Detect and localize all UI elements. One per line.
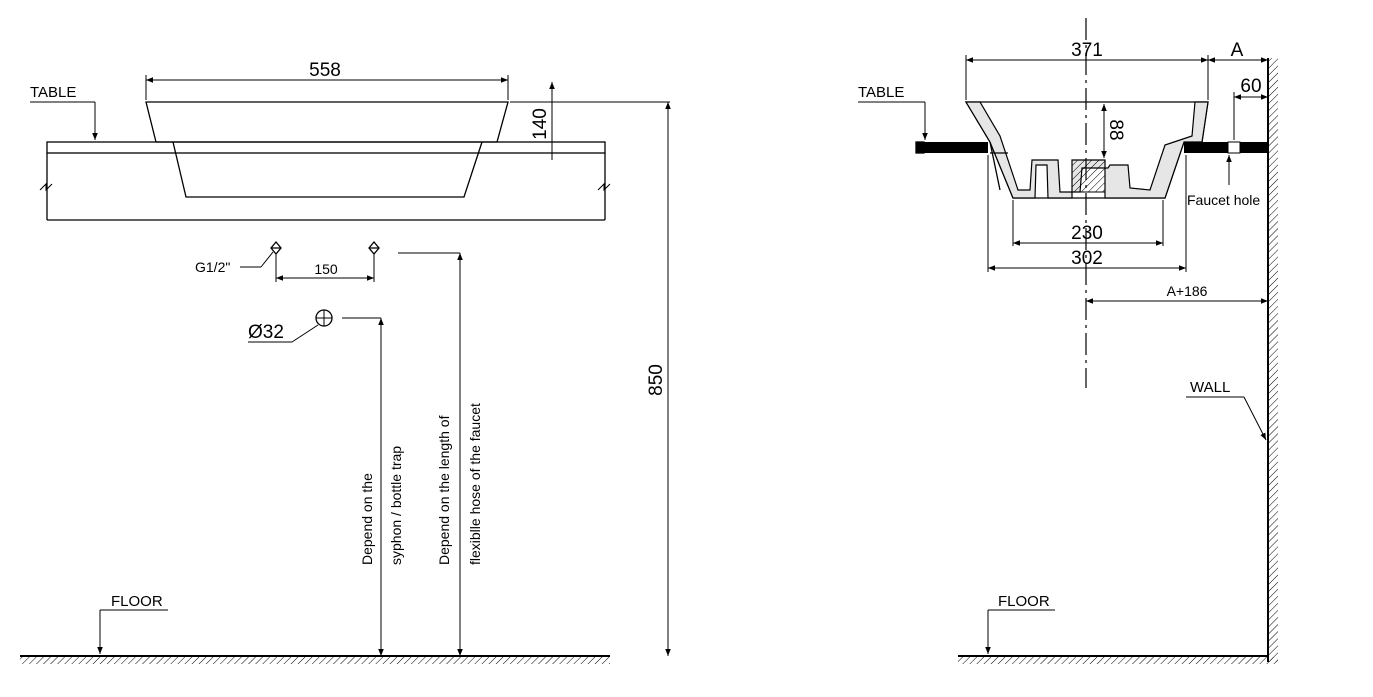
side-outer-bottom-value: 302 (1071, 248, 1103, 269)
side-inner-bottom-value: 230 (1071, 223, 1103, 244)
syphon-height-dimension: Depend on the syphon / bottle trap (359, 318, 404, 656)
syphon-note-line2: syphon / bottle trap (388, 446, 404, 565)
wall-label: WALL (1190, 379, 1230, 396)
front-table: TABLE (30, 84, 611, 221)
side-table-label: TABLE (858, 84, 904, 101)
side-wall-to-center-dimension: A+186 (1086, 283, 1268, 304)
front-basin (145, 101, 509, 198)
side-offset-value: A (1231, 40, 1244, 61)
hose-height-dimension: Depend on the length of flexiblle hose o… (436, 253, 483, 656)
side-floor: FLOOR (958, 593, 1278, 664)
side-width-dimension: 371 (965, 40, 1209, 100)
side-view: WALL FLOOR TABLE (858, 18, 1278, 664)
side-floor-label: FLOOR (998, 593, 1050, 610)
front-inlets: 150 G1/2" (195, 240, 460, 282)
front-total-height-value: 850 (646, 364, 667, 396)
front-view: FLOOR TABLE 558 (20, 60, 671, 664)
front-width-value: 558 (309, 60, 341, 81)
side-offset-dimension: A (1208, 40, 1268, 63)
side-faucet-offset-value: 60 (1240, 76, 1261, 97)
hose-note-line1: Depend on the length of (436, 415, 452, 565)
side-faucet-offset-dimension: 60 (1233, 76, 1268, 140)
side-depth-value: 88 (1105, 119, 1126, 140)
front-width-dimension: 558 (145, 60, 509, 100)
drain-diameter-label: Ø32 (248, 322, 284, 343)
side-inner-bottom-dimension: 230 (1012, 200, 1164, 246)
side-basin-section (964, 101, 1209, 199)
inlet-spacing-value: 150 (314, 261, 338, 277)
front-floor: FLOOR (20, 593, 610, 664)
front-total-height-dimension: 850 (646, 102, 671, 656)
inlet-thread-label: G1/2" (195, 259, 230, 275)
faucet-hole-label: Faucet hole (1187, 192, 1260, 208)
hose-note-line2: flexiblle hose of the faucet (467, 403, 483, 565)
side-wall: WALL (1186, 58, 1278, 662)
side-wall-to-center-value: A+186 (1167, 283, 1208, 299)
side-width-value: 371 (1071, 40, 1103, 61)
side-depth-dimension: 88 (1101, 104, 1126, 158)
side-faucet-hole-callout: Faucet hole (1187, 155, 1260, 208)
side-outer-bottom-dimension: 302 (987, 155, 1187, 272)
front-drain: Ø32 (248, 309, 381, 343)
front-rim-height-dimension: 140 (510, 82, 670, 160)
front-rim-height-value: 140 (530, 108, 551, 140)
front-floor-label: FLOOR (111, 593, 163, 610)
side-table: TABLE (858, 84, 1268, 154)
front-table-label: TABLE (30, 84, 76, 101)
syphon-note-line1: Depend on the (359, 473, 375, 565)
